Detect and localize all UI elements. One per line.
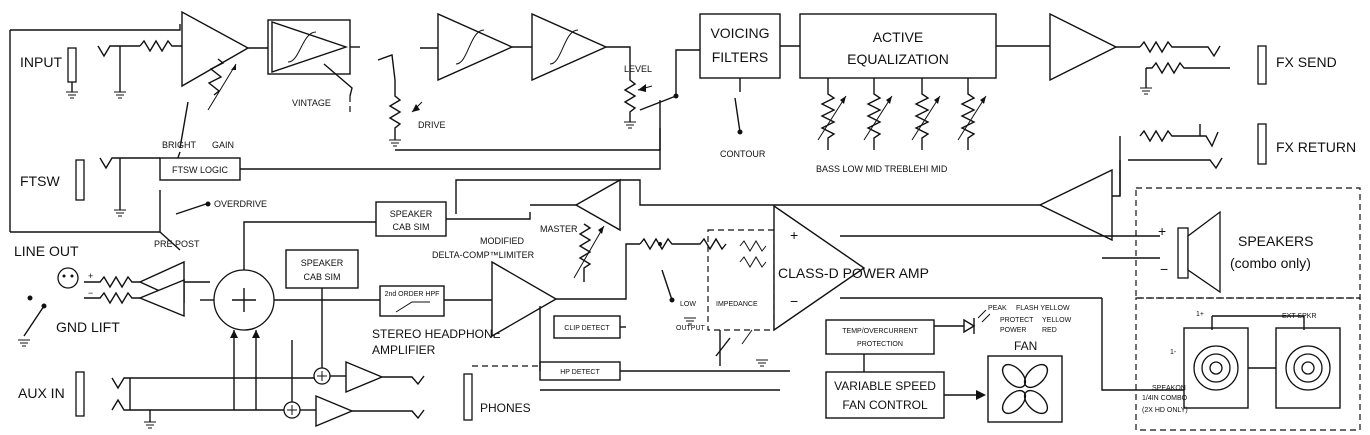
temp-subtitle: PROTECTION — [857, 341, 903, 348]
flash-yellow-label: FLASH YELLOW — [1016, 305, 1070, 312]
speakon-combo-label: 1/4IN COMBO — [1142, 395, 1188, 402]
ftsw-label: FTSW — [20, 173, 60, 189]
speaker-cab-sim-2-subtitle: CAB SIM — [303, 272, 340, 282]
fan-control-subtitle: FAN CONTROL — [842, 398, 928, 412]
line-out-xlr-icon — [57, 267, 79, 289]
hpf-label: 2nd ORDER HPF — [385, 291, 440, 298]
voicing-subtitle: FILTERS — [712, 49, 769, 65]
peak-label: PEAK — [988, 305, 1007, 312]
headphone-amp-left-icon — [345, 360, 384, 394]
fx-send-driver-icon — [1049, 12, 1118, 82]
speaker-cab-sim-1-box — [375, 201, 447, 237]
hp-detect-label: HP DETECT — [560, 369, 600, 376]
temp-title: TEMP/OVERCURRENT — [842, 328, 918, 335]
protect-label: PROTECT — [1000, 317, 1034, 324]
xlr-plus: + — [88, 271, 93, 281]
class-d-power-amp-icon — [773, 204, 866, 332]
contour-label: CONTOUR — [720, 149, 766, 159]
fan-label: FAN — [1014, 339, 1037, 353]
phones-jack-icon — [463, 373, 473, 421]
filter-stage-3-icon — [531, 12, 608, 82]
line-out-label: LINE OUT — [14, 243, 79, 259]
ftsw-logic-label: FTSW LOGIC — [172, 165, 229, 175]
eq-bands-label: BASS LOW MID TREBLEHI MID — [816, 164, 948, 174]
aux-in-jack-icon — [75, 371, 85, 417]
input-section: BRIGHT GAIN — [9, 10, 268, 232]
gain-label: GAIN — [212, 140, 234, 150]
pin-1-plus-label: 1+ — [1196, 311, 1204, 318]
active-eq-title: ACTIVE — [873, 29, 924, 45]
fx-send-jack-icon — [1257, 45, 1267, 85]
fx-send-label: FX SEND — [1276, 54, 1337, 70]
fan-icon — [987, 355, 1063, 423]
eq-pots — [817, 78, 987, 150]
voicing-filters-box — [699, 13, 781, 79]
power-label: POWER — [1000, 327, 1026, 334]
input-jack-icon — [67, 47, 77, 83]
fx-return-label: FX RETURN — [1276, 139, 1356, 155]
speakon-label: SPEAKON — [1152, 385, 1186, 392]
pin-1-minus-label: 1- — [1170, 349, 1177, 356]
class-d-label: CLASS-D POWER AMP — [778, 265, 929, 281]
aux-in-label: AUX IN — [18, 385, 65, 401]
voicing-title: VOICING — [710, 25, 769, 41]
temp-protection-box — [825, 319, 935, 355]
limiter-amp-icon — [491, 260, 558, 338]
fan-control-title: VARIABLE SPEED — [834, 379, 936, 393]
overdrive-label: OVERDRIVE — [214, 199, 267, 209]
speaker-minus: − — [1160, 261, 1168, 277]
amp-plus: + — [790, 227, 798, 243]
xlr-minus: − — [88, 288, 93, 298]
vintage-label: VINTAGE — [292, 98, 331, 108]
status-led-icon — [963, 318, 976, 334]
filter-stage-2-icon — [437, 12, 514, 82]
red-label: RED — [1042, 327, 1057, 334]
speakon-enclosure — [1135, 297, 1361, 431]
master-label: MASTER — [540, 224, 578, 234]
speakers-label: SPEAKERS — [1238, 233, 1313, 249]
speaker-plus: + — [1158, 223, 1166, 239]
speaker-magnet-icon — [1177, 227, 1189, 279]
impedance-label: IMPEDANCE — [716, 301, 758, 308]
input-label: INPUT — [20, 54, 62, 70]
delta-comp-label: DELTA-COMP™LIMITER — [432, 250, 535, 260]
fx-return-buffer-icon — [1038, 168, 1113, 242]
gnd-lift-label: GND LIFT — [56, 319, 120, 335]
drive-label: DRIVE — [418, 120, 446, 130]
speaker-cab-sim-2-title: SPEAKER — [301, 258, 344, 268]
clip-detect-label: CLIP DETECT — [564, 325, 610, 332]
fan-blades-icon — [1001, 363, 1049, 415]
line-out-driver-minus-icon — [138, 278, 185, 318]
active-eq-subtitle: EQUALIZATION — [847, 51, 949, 67]
input-preamp-icon — [181, 10, 250, 88]
output-label: OUTPUT — [676, 325, 706, 332]
modified-label: MODIFIED — [480, 236, 524, 246]
ext-spkr-label: EXT SPKR — [1282, 313, 1317, 320]
speaker-cone-icon — [1187, 210, 1221, 294]
fx-return-jack-icon — [1257, 123, 1267, 165]
hpf-box — [379, 285, 445, 317]
speakers-sublabel: (combo only) — [1230, 255, 1311, 271]
active-eq-box — [799, 13, 997, 79]
yellow-label: YELLOW — [1042, 317, 1072, 324]
phones-label: PHONES — [480, 401, 531, 415]
headphone-amp-right-icon — [315, 394, 354, 428]
ftsw-jack-icon — [75, 159, 85, 201]
speakon-note-label: (2X HD ONLY) — [1142, 407, 1188, 414]
level-label: LEVEL — [624, 64, 652, 74]
headphone-subtitle: AMPLIFIER — [372, 343, 436, 357]
headphone-title: STEREO HEADPHONE — [372, 327, 501, 341]
master-buffer-icon — [574, 178, 621, 232]
speaker-cab-sim-1-subtitle: CAB SIM — [392, 222, 429, 232]
fan-control-box — [825, 371, 945, 419]
amp-minus: − — [790, 293, 798, 309]
output-low-label: LOW — [680, 301, 696, 308]
bright-label: BRIGHT — [162, 140, 197, 150]
pre-post-label: PRE POST — [154, 239, 200, 249]
speaker-cab-sim-1-title: SPEAKER — [390, 209, 433, 219]
speaker-cab-sim-2-box — [285, 249, 359, 289]
